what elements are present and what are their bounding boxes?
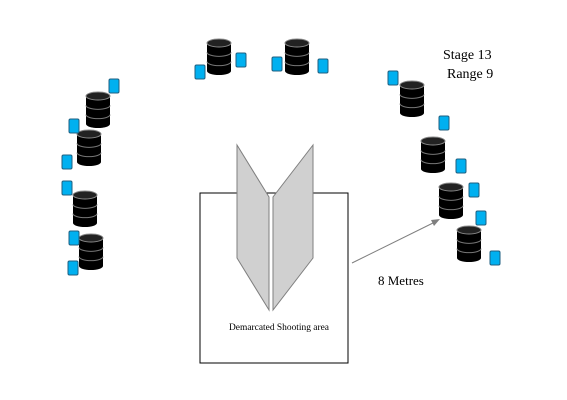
steel-target bbox=[468, 182, 480, 198]
steel-target bbox=[475, 210, 487, 226]
steel-target bbox=[438, 115, 450, 131]
barrel bbox=[76, 129, 102, 166]
range-label: Range 9 bbox=[447, 67, 493, 82]
steel-target bbox=[271, 56, 283, 72]
barrel bbox=[420, 136, 446, 173]
barrel bbox=[206, 38, 232, 75]
steel-target bbox=[61, 154, 73, 170]
distance-arrow bbox=[351, 221, 436, 264]
barrel bbox=[284, 38, 310, 75]
steel-target bbox=[489, 250, 501, 266]
steel-target bbox=[67, 260, 79, 276]
steel-target bbox=[317, 58, 329, 74]
wall-right-panel bbox=[272, 143, 314, 312]
steel-target bbox=[455, 158, 467, 174]
steel-target bbox=[194, 64, 206, 80]
barrel bbox=[399, 80, 425, 117]
barrel bbox=[85, 91, 111, 128]
barrels-group bbox=[72, 38, 482, 270]
shooting-area-label: Demarcated Shooting area bbox=[229, 323, 330, 333]
barrel bbox=[72, 190, 98, 227]
steel-target bbox=[387, 70, 399, 86]
distance-arrowhead bbox=[431, 219, 440, 226]
stage-label: Stage 13 bbox=[443, 48, 492, 63]
distance-label: 8 Metres bbox=[378, 273, 424, 288]
steel-target bbox=[68, 230, 80, 246]
steel-target bbox=[61, 180, 73, 196]
steel-target bbox=[235, 52, 247, 68]
barrel bbox=[438, 182, 464, 219]
steel-target bbox=[108, 78, 120, 94]
wall-left-panel bbox=[236, 143, 270, 312]
barrel bbox=[78, 233, 104, 270]
steel-target bbox=[68, 118, 80, 134]
targets-group bbox=[61, 52, 501, 276]
barrel bbox=[456, 225, 482, 262]
